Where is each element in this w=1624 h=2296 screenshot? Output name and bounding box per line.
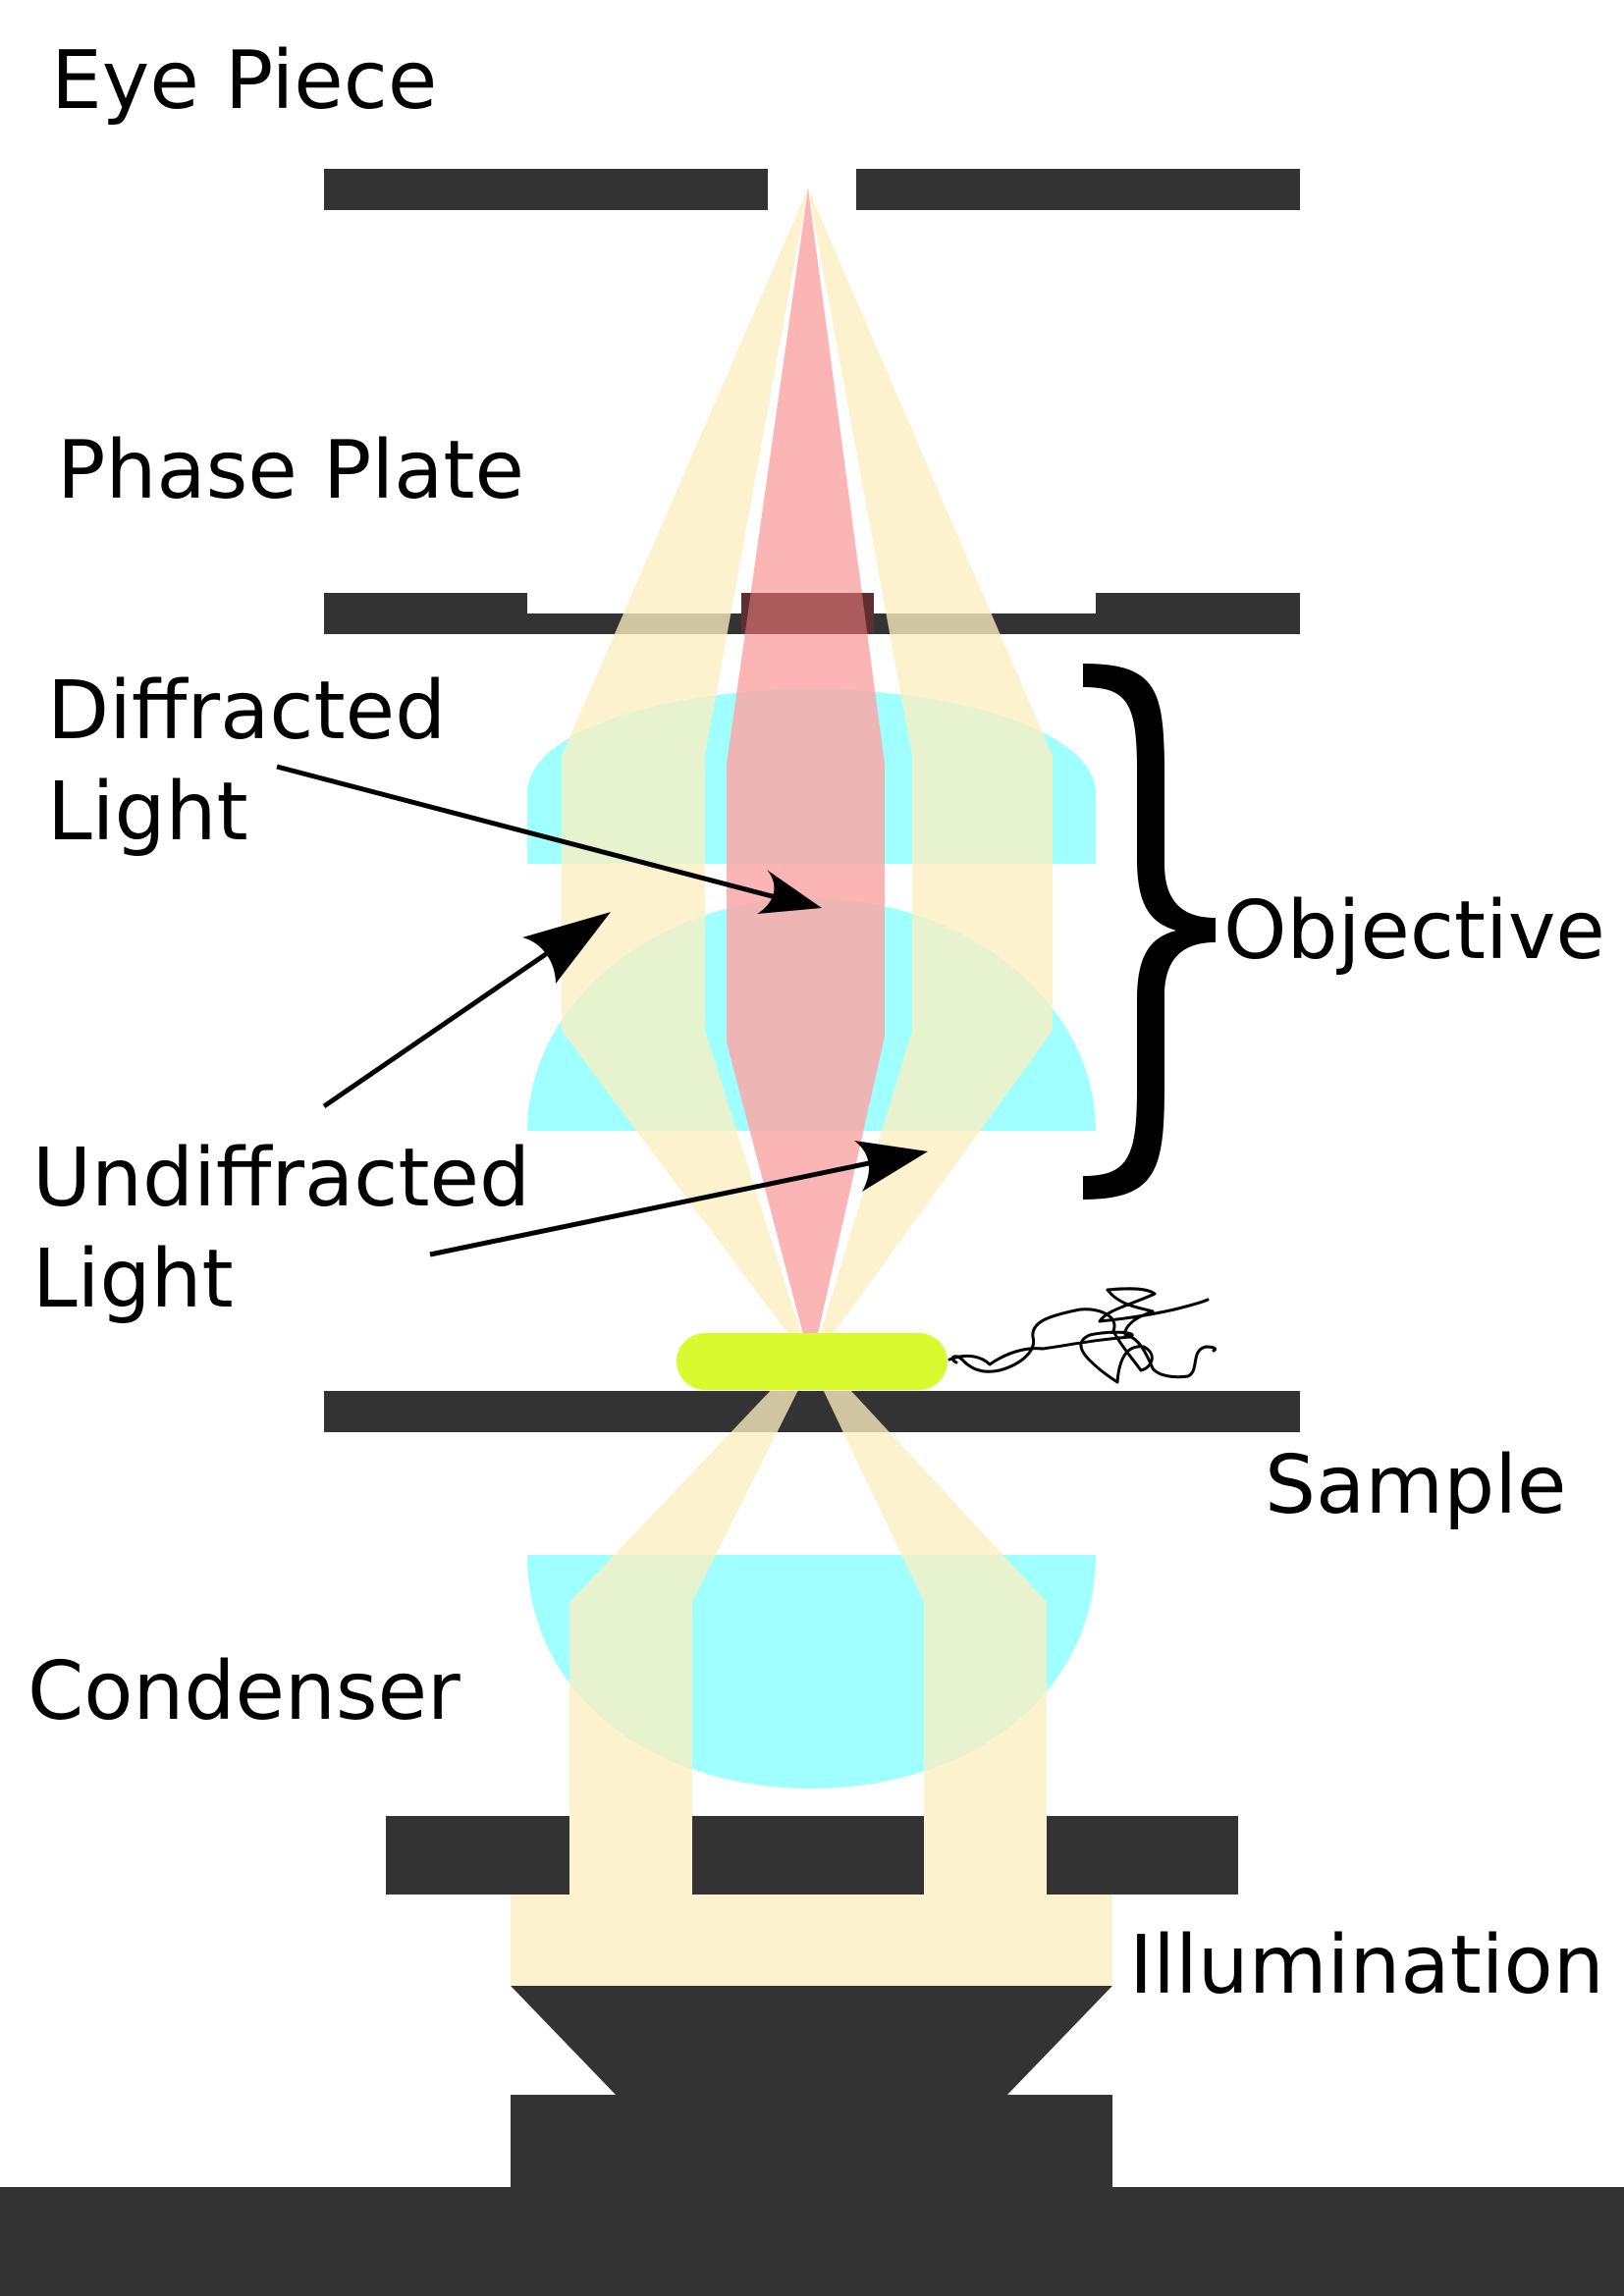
diffracted-arrow-shaft: [276, 764, 777, 900]
undiffracted-arrow-right-head: [854, 1141, 928, 1192]
arrows: [276, 764, 928, 1257]
label-objective: Objective: [1223, 884, 1605, 978]
label-condenser: Condenser: [27, 1645, 460, 1738]
condenser-annulus-left: [386, 1816, 569, 1895]
specimen-squiggle: [947, 1287, 1218, 1384]
label-sample: Sample: [1265, 1439, 1566, 1532]
diffracted-light-beam: [727, 188, 885, 1364]
undiffracted-arrow-up-head: [522, 912, 611, 984]
sample-specimen: [677, 1287, 1218, 1390]
sample-stage: [324, 1391, 1300, 1432]
label-undiffracted-line1: Undiffracted: [32, 1132, 530, 1225]
undiffracted-arrow-right-shaft: [429, 1159, 875, 1257]
diffracted-arrow-head: [757, 870, 822, 914]
illumination-base-light: [511, 1895, 1112, 1986]
labels: Eye Piece Phase Plate Diffracted Light O…: [27, 34, 1605, 2012]
eye-piece-right-plate: [856, 169, 1300, 210]
eye-piece-left-plate: [324, 169, 768, 210]
hardware: [0, 169, 1624, 2296]
light-paths: [511, 188, 1112, 1986]
undiffracted-light-beam-left: [569, 1364, 811, 1895]
label-undiffracted-line2: Light: [32, 1233, 234, 1326]
condenser-annulus-right: [1047, 1816, 1238, 1895]
label-diffracted-line1: Diffracted: [47, 665, 446, 758]
undiffracted-light-cone-right: [808, 188, 1053, 1364]
label-diffracted-line2: Light: [47, 766, 248, 859]
label-illumination: Illumination: [1129, 1919, 1604, 2012]
phase-ring-overlap: [741, 593, 874, 634]
objective-brace: [1083, 664, 1216, 1200]
undiffracted-light-cone-left: [562, 188, 811, 1364]
label-eye-piece: Eye Piece: [51, 34, 437, 128]
label-phase-plate: Phase Plate: [57, 424, 524, 517]
undiffracted-light-beam-right: [811, 1364, 1047, 1895]
sample-slide: [677, 1333, 947, 1390]
undiffracted-arrow-up-shaft: [322, 940, 564, 1109]
condenser-annulus-center: [692, 1816, 924, 1895]
illumination-lamp-housing: [0, 1986, 1624, 2296]
